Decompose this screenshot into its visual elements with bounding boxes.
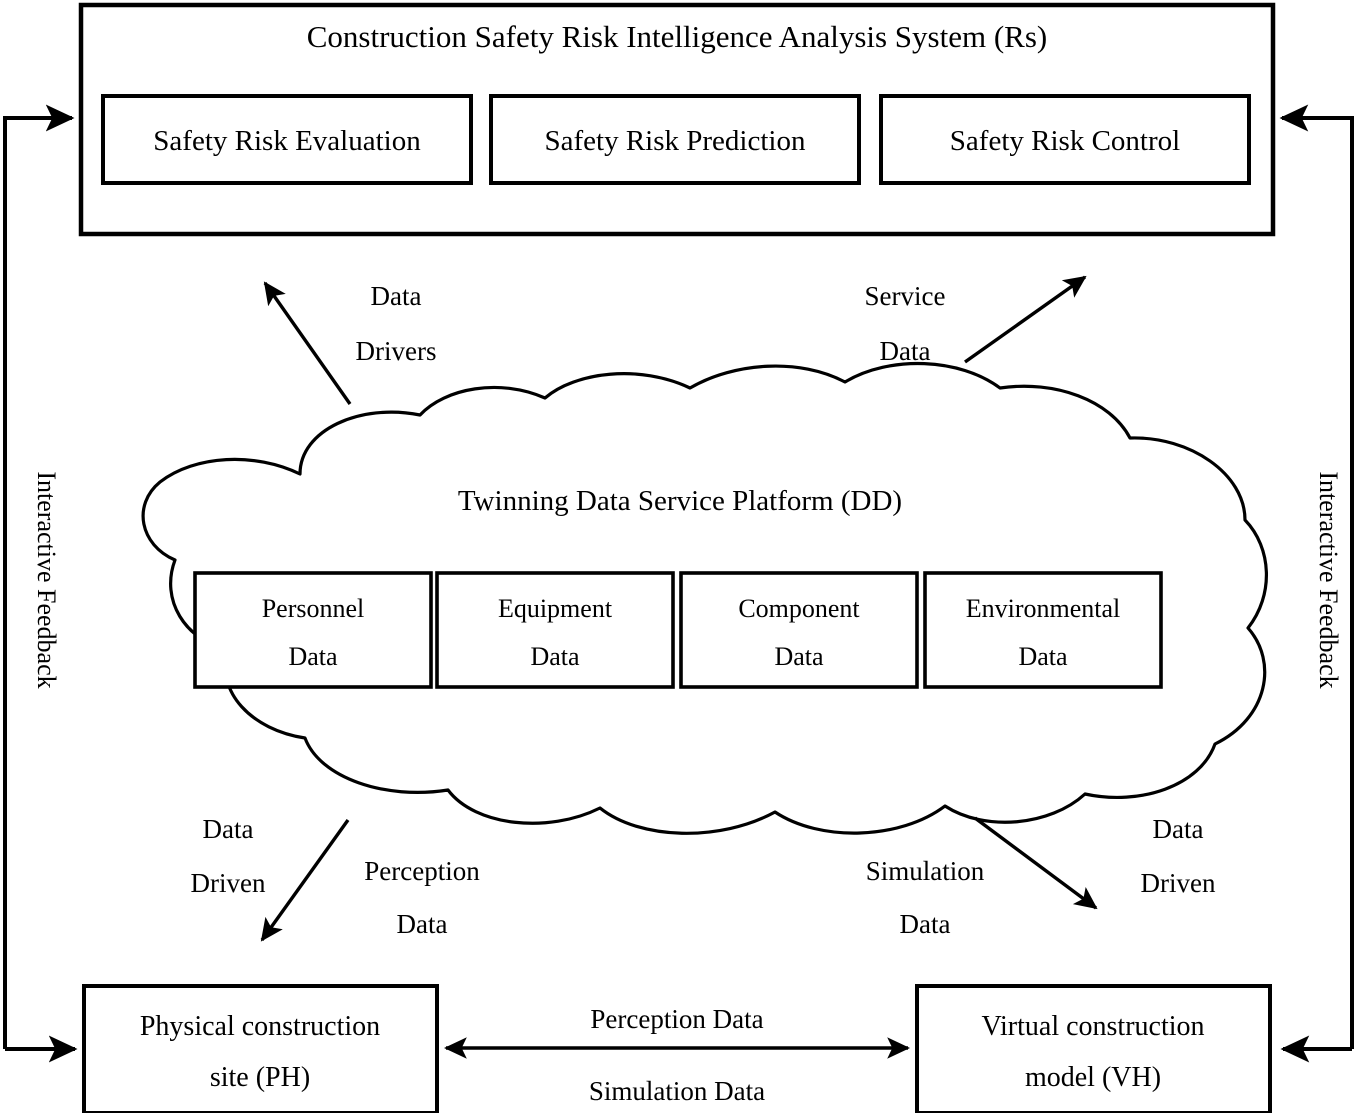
data-box-environmental-line2: Data (1018, 642, 1068, 671)
data-box-component-line1: Component (738, 594, 860, 623)
data-drivers-arrow-group: Data Drivers (263, 281, 437, 405)
simulation-data-label-line1: Simulation (866, 856, 985, 886)
data-driven-right-label-line1: Data (1153, 814, 1204, 844)
module-label-safety-risk-control: Safety Risk Control (950, 125, 1180, 157)
perception-data-arrow (260, 819, 350, 942)
service-data-arrow-group: Service Data (865, 275, 1087, 366)
virtual-construction-model-line1: Virtual construction (981, 1011, 1204, 1042)
data-box-component[interactable] (679, 571, 919, 689)
data-drivers-label-line2: Drivers (356, 336, 437, 366)
feedback-left-path-up (3, 104, 75, 1049)
perception-data-label-line2: Data (397, 909, 448, 939)
data-box-equipment[interactable] (435, 571, 675, 689)
service-data-label-line1: Service (865, 281, 946, 311)
module-box-safety-risk-control[interactable] (879, 94, 1251, 185)
perception-data-arrow-group: Data Driven Perception Data (191, 814, 480, 942)
data-drivers-label-line1: Data (371, 281, 422, 311)
data-box-environmental-line1: Environmental (966, 594, 1121, 623)
physical-construction-site-line2: site (PH) (210, 1062, 310, 1093)
feedback-right-path-up (1279, 104, 1354, 1049)
service-data-label-line2: Data (880, 336, 931, 366)
data-drivers-arrow (263, 281, 352, 405)
perception-data-label-line1: Perception (364, 856, 480, 886)
data-box-equipment-line1: Equipment (498, 594, 613, 623)
module-label-safety-risk-evaluation: Safety Risk Evaluation (153, 125, 421, 157)
physical-construction-site-node[interactable]: Physical construction site (PH) (82, 984, 439, 1113)
simulation-data-arrow (973, 816, 1098, 910)
module-box-safety-risk-evaluation[interactable] (101, 94, 473, 185)
data-driven-right-label-line2: Driven (1141, 868, 1216, 898)
cloud-title: Twinning Data Service Platform (DD) (458, 485, 902, 517)
interactive-feedback-right-loop: Interactive Feedback (1279, 104, 1354, 1063)
data-box-personnel-line2: Data (288, 642, 338, 671)
twinning-data-service-platform-cloud[interactable]: Twinning Data Service Platform (DD) Pers… (141, 361, 1268, 835)
bottom-bidirectional-arrow-group: Perception Data Simulation Data (444, 1004, 910, 1106)
data-box-personnel[interactable] (193, 571, 433, 689)
top-system-title: Construction Safety Risk Intelligence An… (307, 19, 1048, 54)
data-box-environmental[interactable] (923, 571, 1163, 689)
module-label-safety-risk-prediction: Safety Risk Prediction (545, 125, 806, 157)
simulation-data-arrow-group: Simulation Data Data Driven (866, 814, 1216, 939)
bottom-simulation-data-label: Simulation Data (589, 1076, 765, 1106)
data-box-personnel-line1: Personnel (262, 594, 365, 623)
bottom-perception-data-label: Perception Data (590, 1004, 763, 1034)
data-box-equipment-line2: Data (530, 642, 580, 671)
simulation-data-label-line2: Data (900, 909, 951, 939)
virtual-construction-model-node[interactable]: Virtual construction model (VH) (915, 984, 1272, 1113)
data-box-component-line2: Data (774, 642, 824, 671)
data-driven-left-label-line2: Driven (191, 868, 266, 898)
virtual-construction-model-box[interactable] (915, 984, 1272, 1113)
interactive-feedback-left-loop: Interactive Feedback (3, 104, 78, 1063)
virtual-construction-model-line2: model (VH) (1025, 1062, 1161, 1093)
physical-construction-site-line1: Physical construction (140, 1011, 380, 1042)
module-box-safety-risk-prediction[interactable] (489, 94, 861, 185)
interactive-feedback-right-label: Interactive Feedback (1314, 471, 1343, 688)
top-system-panel[interactable]: Construction Safety Risk Intelligence An… (78, 2, 1276, 237)
data-driven-left-label-line1: Data (203, 814, 254, 844)
physical-construction-site-box[interactable] (82, 984, 439, 1113)
service-data-arrow (964, 275, 1087, 364)
interactive-feedback-left-label: Interactive Feedback (32, 471, 61, 688)
